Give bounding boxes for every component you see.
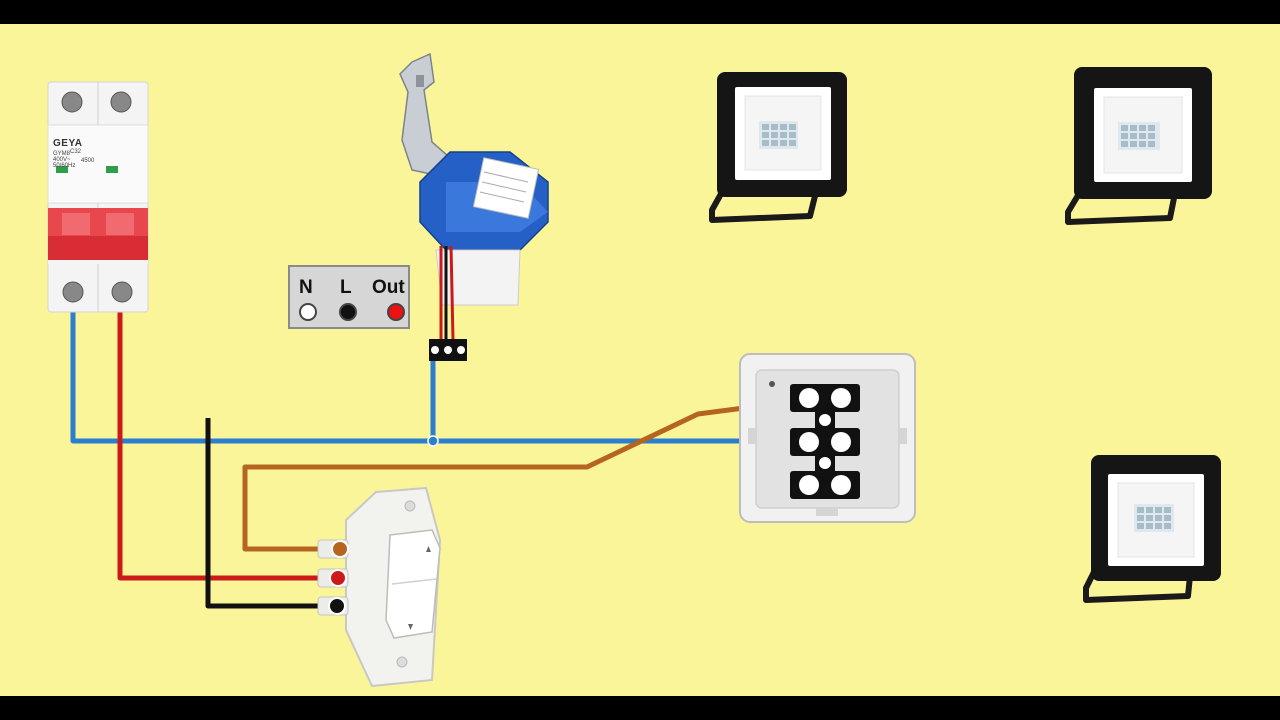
breaker-screw-top-right <box>110 91 132 113</box>
breaker-screw-bottom-right <box>111 281 133 303</box>
switch-terminal-black <box>328 597 346 615</box>
wires <box>70 312 791 609</box>
diagram-background <box>0 24 1280 696</box>
legend-label-out: Out <box>372 277 405 298</box>
breaker-frequency: 50/60Hz <box>53 163 76 169</box>
breaker-voltage: 400V~ <box>53 157 71 163</box>
neutral-wire <box>70 312 790 444</box>
switched-wire <box>242 399 791 552</box>
neutral-junction <box>427 435 439 447</box>
switch-terminal-red <box>329 569 347 587</box>
breaker-rating: C32 <box>70 149 82 155</box>
breaker-screw-bottom-left <box>62 281 84 303</box>
black-wire <box>205 418 330 609</box>
breaker-indicator-right <box>106 166 118 173</box>
sensor-dome <box>435 249 521 306</box>
legend-dot-n <box>299 303 317 321</box>
breaker-brand: GEYA <box>53 138 83 149</box>
switch-rocker <box>385 529 441 639</box>
circuit-breaker <box>47 81 149 313</box>
legend-dot-l <box>339 303 357 321</box>
terminal-legend: N L Out <box>288 265 410 329</box>
wall-switch <box>317 486 442 688</box>
live-wire <box>117 312 330 581</box>
floodlight-3 <box>1083 455 1221 603</box>
legend-dot-out <box>387 303 405 321</box>
legend-label-n: N <box>299 277 313 298</box>
floodlight-2 <box>1065 67 1212 225</box>
photocell-sensor <box>399 52 549 361</box>
junction-box <box>739 353 916 523</box>
floodlight-1 <box>709 72 847 223</box>
breaker-capacity: 4500 <box>81 158 95 164</box>
terminal-connector <box>790 384 860 499</box>
breaker-screw-top-left <box>61 91 83 113</box>
switch-terminal-brown <box>331 540 349 558</box>
breaker-model: GYM8 <box>53 151 71 157</box>
breaker-indicator-left <box>56 166 68 173</box>
legend-label-l: L <box>340 277 352 298</box>
